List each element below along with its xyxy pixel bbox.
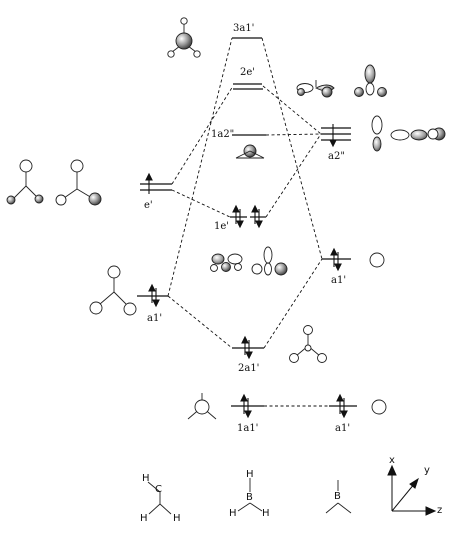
label-h-1a1: a1': [335, 423, 351, 434]
axis-x-label: x: [389, 455, 395, 466]
ao-e-picture-1: [6, 159, 44, 205]
coordinate-axes: [387, 464, 437, 516]
axis-z-label: z: [437, 505, 443, 516]
mol3-b: B: [334, 491, 341, 502]
h-a1-s-orbital: [369, 252, 385, 268]
label-h-a2: a2": [328, 151, 345, 162]
label-1a1: 1a1': [237, 423, 259, 434]
mol1-h-right: H: [173, 513, 181, 524]
ao-a1-picture: [89, 265, 137, 316]
label-h-a1: a1': [331, 275, 347, 286]
label-1a2: 1a2": [211, 129, 235, 140]
orbital-1a1-picture: [187, 393, 217, 420]
orbital-2e-picture-1: [296, 80, 335, 98]
orbital-3a1-picture: [167, 17, 201, 58]
label-ao-a1: a1': [147, 313, 163, 324]
borane-sketch: [237, 478, 263, 512]
orbital-1e-picture-2: [251, 246, 288, 276]
label-1e: 1e': [214, 221, 230, 232]
axis-y-label: y: [424, 465, 430, 476]
mol1-h-top: H: [142, 473, 150, 484]
label-3a1: 3a1': [233, 23, 255, 34]
orbital-1e-picture-1: [210, 253, 243, 272]
correlation-lines: [167, 37, 329, 407]
mol2-b: B: [246, 492, 253, 503]
orbital-1a2-picture: [235, 144, 265, 159]
mol1-c: C: [155, 484, 162, 495]
electron-arrows: [145, 124, 348, 419]
methyl-cation-sketch: [147, 481, 172, 515]
label-2e: 2e': [240, 67, 256, 78]
mol2-h-right: H: [262, 508, 270, 519]
label-ao-e: e': [144, 200, 153, 211]
label-2a1: 2a1': [238, 363, 260, 374]
mol2-h-top: H: [246, 469, 254, 480]
orbital-a2-picture: [371, 115, 446, 152]
orbital-2e-picture-2: [354, 64, 387, 97]
borane-skeleton-sketch: [325, 480, 352, 514]
mol2-h-left: H: [229, 508, 237, 519]
h-1a1-s-orbital: [371, 399, 387, 415]
ao-e-picture-2: [55, 159, 102, 206]
mol1-h-left: H: [140, 513, 148, 524]
orbital-2a1-picture: [289, 325, 327, 363]
